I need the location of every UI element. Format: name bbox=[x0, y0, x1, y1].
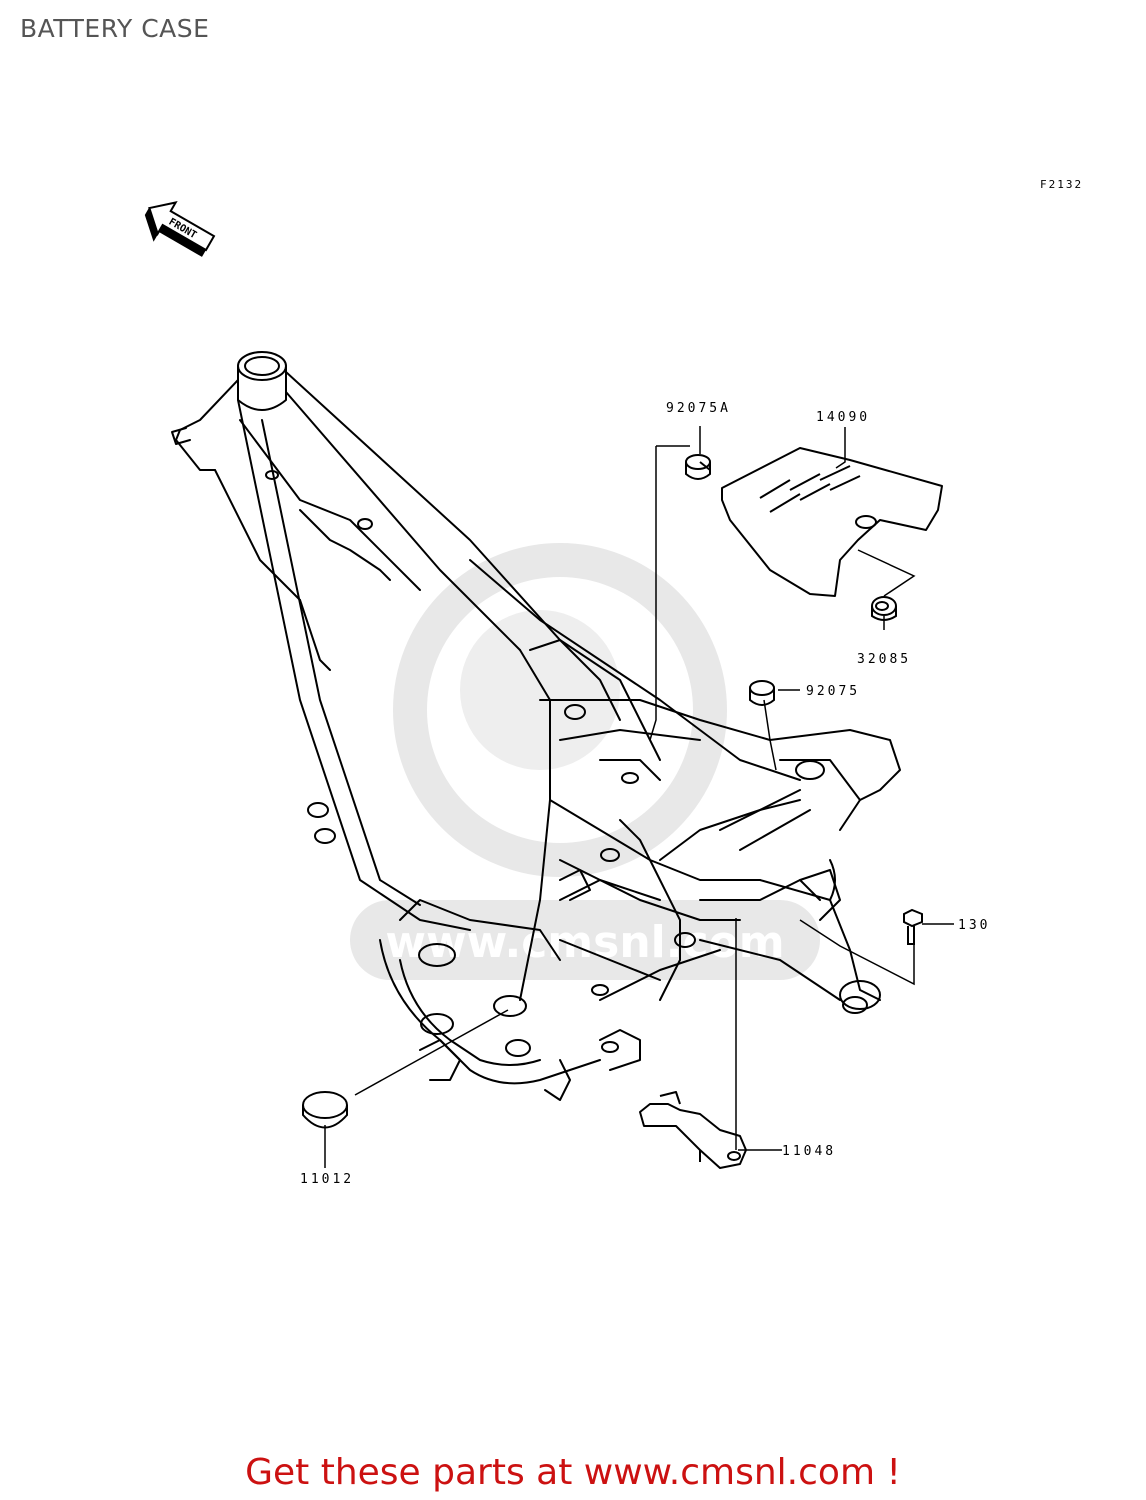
part-label-32085[interactable]: 32085 bbox=[857, 652, 912, 667]
battery-cover-14090[interactable] bbox=[721, 447, 943, 597]
cap-11012[interactable] bbox=[302, 1091, 348, 1129]
damper-92075a[interactable] bbox=[685, 454, 711, 480]
page-title: BATTERY CASE bbox=[20, 14, 210, 43]
part-label-92075[interactable]: 92075 bbox=[806, 684, 861, 699]
part-label-130[interactable]: 130 bbox=[958, 918, 991, 933]
bolt-130[interactable] bbox=[903, 908, 923, 945]
leader-lines bbox=[324, 426, 954, 1168]
footer-cta-link[interactable]: Get these parts at www.cmsnl.com ! bbox=[245, 1452, 901, 1493]
bracket-11048[interactable] bbox=[639, 1091, 747, 1169]
part-label-11012[interactable]: 11012 bbox=[300, 1172, 355, 1187]
part-label-11048[interactable]: 11048 bbox=[782, 1144, 837, 1159]
damper-92075[interactable] bbox=[749, 680, 775, 706]
diagram-code: F2132 bbox=[1040, 178, 1084, 191]
front-arrow-icon: FRONT bbox=[144, 201, 216, 257]
part-label-92075a[interactable]: 92075A bbox=[666, 401, 731, 416]
part-label-14090[interactable]: 14090 bbox=[816, 410, 871, 425]
frame-assembly bbox=[171, 351, 901, 1101]
